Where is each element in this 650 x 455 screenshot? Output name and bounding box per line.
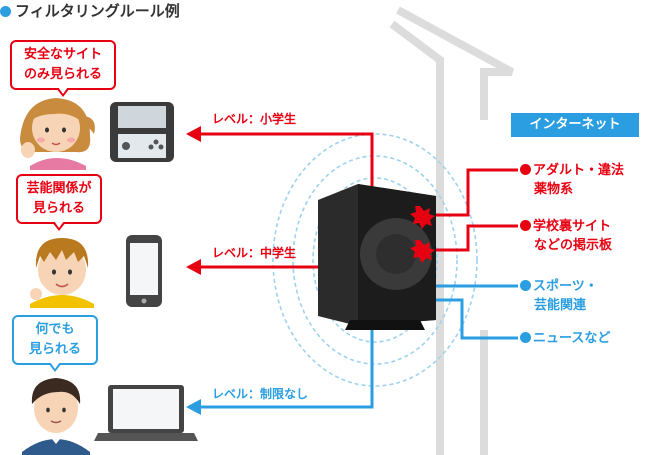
bubble-junior-high: 芸能関係が 見られる	[16, 174, 102, 231]
bubble-line: 見られる	[28, 342, 81, 357]
bullet-icon	[0, 6, 11, 17]
arrow-elementary	[186, 126, 374, 196]
level-label-unrestricted: レベル：制限なし	[212, 387, 309, 401]
category-line: 芸能関連	[534, 298, 587, 313]
bullet-icon	[520, 332, 531, 343]
category-adult-illegal: アダルト・違法 薬物系	[520, 161, 624, 199]
arrow-unrestricted	[186, 322, 374, 415]
bullet-icon	[520, 280, 531, 291]
wifi-waves	[272, 133, 478, 387]
bubble-line: のみ見られる	[23, 67, 102, 82]
arrow-junior-high	[186, 259, 340, 275]
category-sports-entertainment: スポーツ・ 芸能関連	[520, 277, 598, 315]
category-line: 薬物系	[534, 182, 574, 197]
category-line: ニュースなど	[533, 331, 611, 346]
bubble-unrestricted: 何でも 見られる	[12, 315, 98, 372]
adult-avatar	[22, 378, 90, 455]
laptop-icon	[94, 385, 198, 441]
bullet-icon	[520, 164, 531, 175]
category-line: アダルト・違法	[533, 163, 625, 178]
category-school-forum: 学校裏サイト などの掲示板	[520, 217, 612, 255]
level-label-elementary: レベル：小学生	[212, 112, 297, 126]
title-text: フィルタリングルール例	[15, 2, 180, 20]
category-line: スポーツ・	[533, 279, 598, 294]
category-lines	[432, 168, 518, 340]
game-console-icon	[110, 102, 174, 162]
bubble-elementary: 安全なサイト のみ見られる	[10, 40, 116, 97]
girl-avatar	[20, 98, 95, 170]
bullet-icon	[520, 220, 531, 231]
internet-label: インターネット	[511, 113, 639, 137]
bubble-line: 芸能関係が	[26, 181, 92, 196]
level-label-junior-high: レベル：中学生	[212, 246, 297, 260]
bubble-line: 何でも	[35, 322, 75, 337]
boy-avatar	[30, 238, 94, 308]
page-title: フィルタリングルール例	[0, 0, 180, 21]
category-line: 学校裏サイト	[533, 219, 612, 234]
bubble-line: 安全なサイト	[23, 47, 102, 62]
block-burst-icon	[410, 206, 435, 263]
category-news: ニュースなど	[520, 329, 610, 348]
category-line: などの掲示板	[534, 238, 613, 253]
bubble-line: 見られる	[32, 201, 85, 216]
smartphone-icon	[126, 235, 162, 307]
